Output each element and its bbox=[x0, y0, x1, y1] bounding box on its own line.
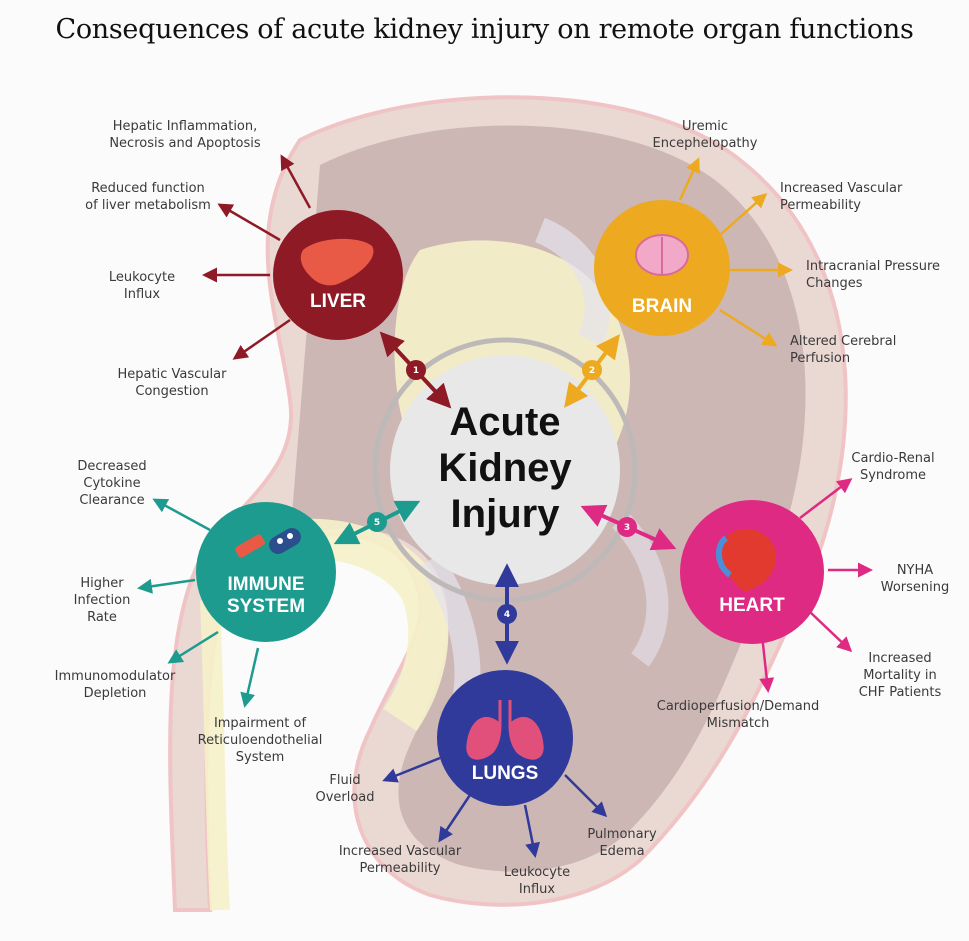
connector-brain-number: 2 bbox=[589, 366, 595, 376]
organ-immune-label-line-1: IMMUNE bbox=[227, 574, 304, 595]
connector-liver-number: 1 bbox=[413, 366, 419, 376]
connector-heart-number: 3 bbox=[624, 523, 630, 533]
organ-brain: BRAIN bbox=[594, 200, 730, 336]
organ-brain-label: BRAIN bbox=[632, 296, 692, 317]
organ-liver-label: LIVER bbox=[310, 291, 366, 312]
organ-immune-label-line-2: SYSTEM bbox=[227, 596, 305, 617]
aki-center-line-1: Acute bbox=[449, 400, 560, 444]
organ-heart: HEART bbox=[680, 500, 824, 644]
organ-liver: LIVER bbox=[273, 210, 403, 340]
connector-lungs-number: 4 bbox=[504, 610, 510, 620]
aki-center-line-3: Injury bbox=[451, 492, 561, 536]
organ-lungs: LUNGS bbox=[437, 670, 573, 806]
organ-lungs-label: LUNGS bbox=[472, 763, 539, 784]
organ-heart-label: HEART bbox=[719, 595, 785, 616]
organ-immune: IMMUNE SYSTEM bbox=[196, 502, 336, 642]
liver-effect-1: Hepatic Inflammation,Necrosis and Apopto… bbox=[109, 119, 261, 151]
aki-center-line-2: Kidney bbox=[438, 446, 572, 490]
connector-immune-number: 5 bbox=[374, 518, 380, 528]
